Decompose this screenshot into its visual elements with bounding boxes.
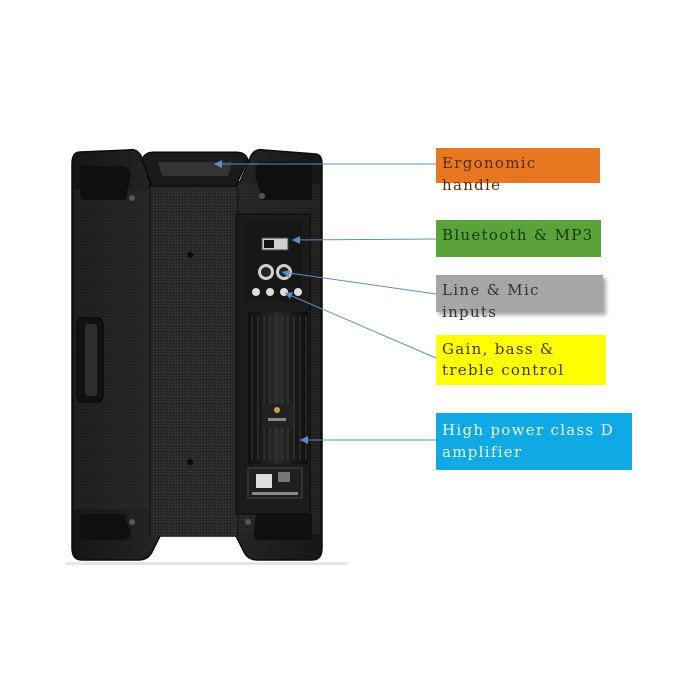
callout-text-line1: High power class D (442, 421, 614, 439)
callout-gain-bass-treble: Gain, bass & treble control (436, 335, 606, 385)
leader-lines (214, 160, 437, 444)
callout-text: Ergonomic handle (442, 154, 537, 194)
callout-text-line2: treble control (442, 361, 565, 379)
callout-ergonomic-handle: Ergonomic handle (436, 148, 600, 194)
callout-text: Line & Mic inputs (442, 281, 540, 321)
callout-line-mic-inputs: Line & Mic inputs (436, 275, 603, 321)
amplifier-panel (235, 213, 311, 515)
corner-feet (80, 162, 312, 540)
callout-class-d-amplifier: High power class D amplifier (436, 413, 632, 470)
ground-line (66, 562, 348, 565)
callout-bluetooth-mp3: Bluetooth & MP3 (436, 220, 601, 257)
heatsink (248, 312, 308, 464)
callout-text: Bluetooth & MP3 (442, 226, 594, 244)
callout-text-line1: Gain, bass & (442, 340, 555, 358)
callout-text-line2: amplifier (442, 443, 523, 461)
side-handle (76, 317, 104, 403)
top-handle (141, 151, 249, 187)
